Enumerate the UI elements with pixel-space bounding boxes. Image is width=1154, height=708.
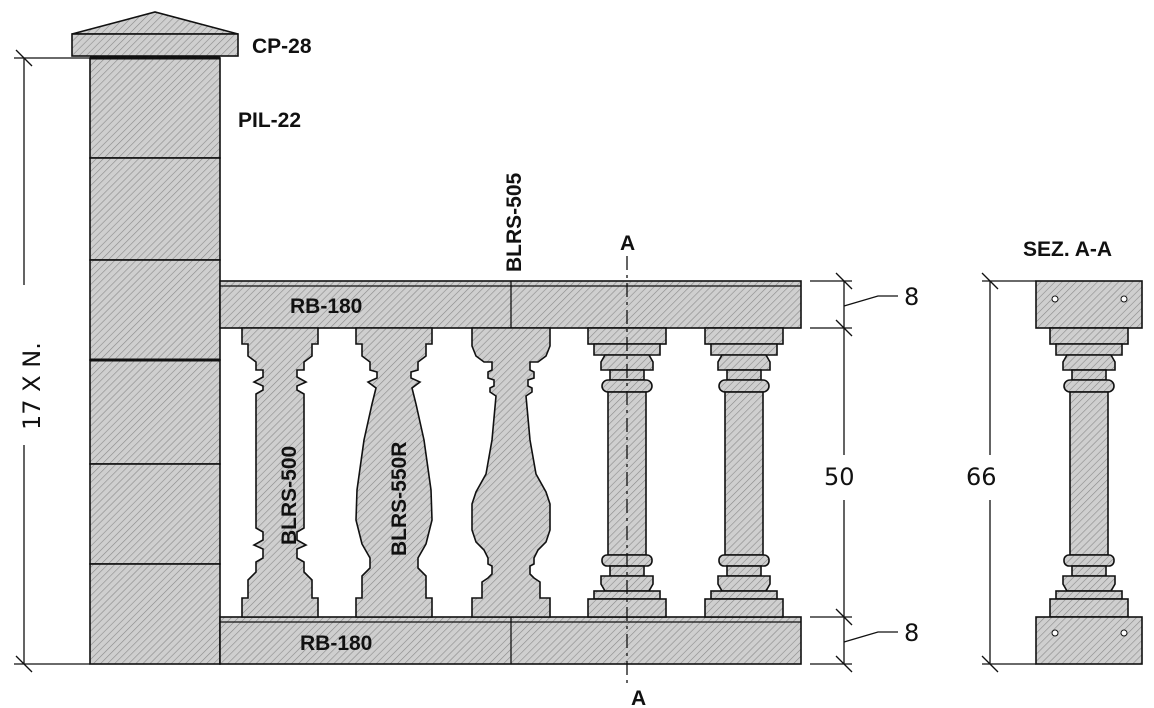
baluster-right [704,327,784,618]
label-baluster-a: BLRS-500 [278,446,301,545]
bottom-rail [219,616,802,665]
label-section-marker-bottom: A [631,687,646,708]
baluster-blrs-550r [355,327,433,618]
dim-pillar-height: 17 X N. [18,342,46,430]
label-baluster-c: BLRS-505 [503,172,526,272]
baluster-blrs-500 [241,327,319,618]
dim-baluster-height: 50 [824,463,855,491]
label-bottom-rail: RB-180 [300,632,372,655]
dim-rail-top: 8 [904,283,919,311]
baluster-blrs-505 [471,327,551,618]
dimension-section [981,272,1036,673]
label-pillar: PIL-22 [238,109,301,132]
pillar-cap [71,11,239,57]
dim-rail-bottom: 8 [904,619,919,647]
dim-section-total: 66 [966,463,997,491]
label-cap: CP-28 [252,35,312,58]
pillar [89,56,221,665]
section-view [1035,280,1143,665]
label-top-rail: RB-180 [290,295,362,318]
label-section-marker-top: A [620,232,635,255]
dimension-pillar [14,49,90,673]
label-baluster-b: BLRS-550R [388,442,411,556]
top-rail [219,280,802,329]
dimension-right [810,272,898,673]
label-section-title: SEZ. A-A [1023,238,1112,261]
